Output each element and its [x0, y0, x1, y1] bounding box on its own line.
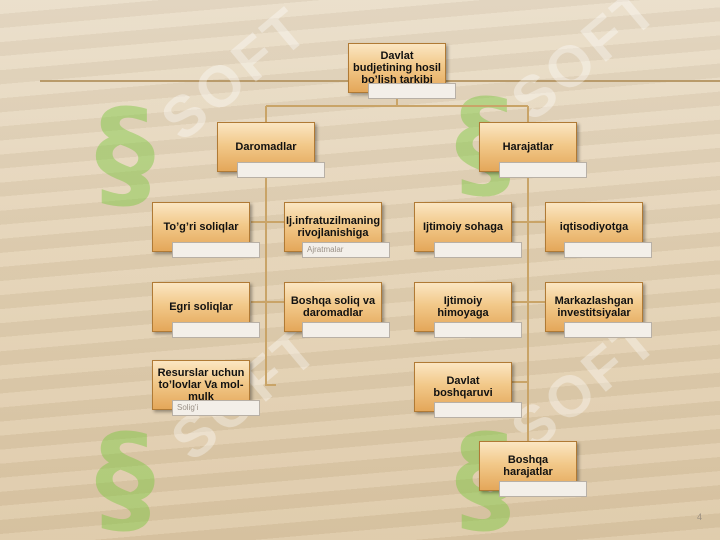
expenses-node-label: Harajatlar: [502, 141, 554, 153]
expenses-item-label: Boshqa harajatlar: [503, 454, 553, 478]
expenses-node-tag: [499, 162, 587, 178]
page-number: 4: [696, 512, 702, 522]
expenses-item-tag: [499, 481, 587, 497]
income-item-tag: [302, 322, 390, 338]
expenses-item-label: Davlat boshqaruvi: [433, 375, 493, 399]
income-item-label: Resurslar uchun to’lovlar Va mol-mulk: [157, 367, 245, 403]
income-item-label: Ij.infratuzilmaning rivojlanishiga: [285, 215, 381, 239]
expenses-item-tag: [434, 242, 522, 258]
watermark-logo-icon: §: [95, 85, 155, 224]
income-item-tag: Solig’i: [172, 400, 260, 416]
income-node-label: Daromadlar: [235, 141, 297, 153]
expenses-item-tag: [434, 322, 522, 338]
expenses-item-label: iqtisodiyotga: [559, 221, 629, 233]
root-node-tag: [368, 83, 456, 99]
income-item-label: Egri soliqlar: [169, 301, 233, 313]
income-item-label: Boshqa soliq va daromadlar: [290, 295, 376, 319]
income-item-label: To’g’ri soliqlar: [163, 221, 239, 233]
expenses-item-tag: [564, 322, 652, 338]
income-item-tag: Ajratmalar: [302, 242, 390, 258]
expenses-item-label: Markazlashgan investitsiyalar: [554, 295, 634, 319]
expenses-item-tag: [434, 402, 522, 418]
root-node-label: Davlat budjetining hosil bo’lish tarkibi: [353, 50, 441, 86]
income-node-tag: [237, 162, 325, 178]
expenses-item-tag: [564, 242, 652, 258]
income-item-tag: [172, 242, 260, 258]
expenses-item-label: Ijtimoiy himoyaga: [437, 295, 489, 319]
income-item-tag: [172, 322, 260, 338]
expenses-item-label: Ijtimoiy sohaga: [422, 221, 504, 233]
watermark-logo-icon: §: [95, 410, 155, 549]
